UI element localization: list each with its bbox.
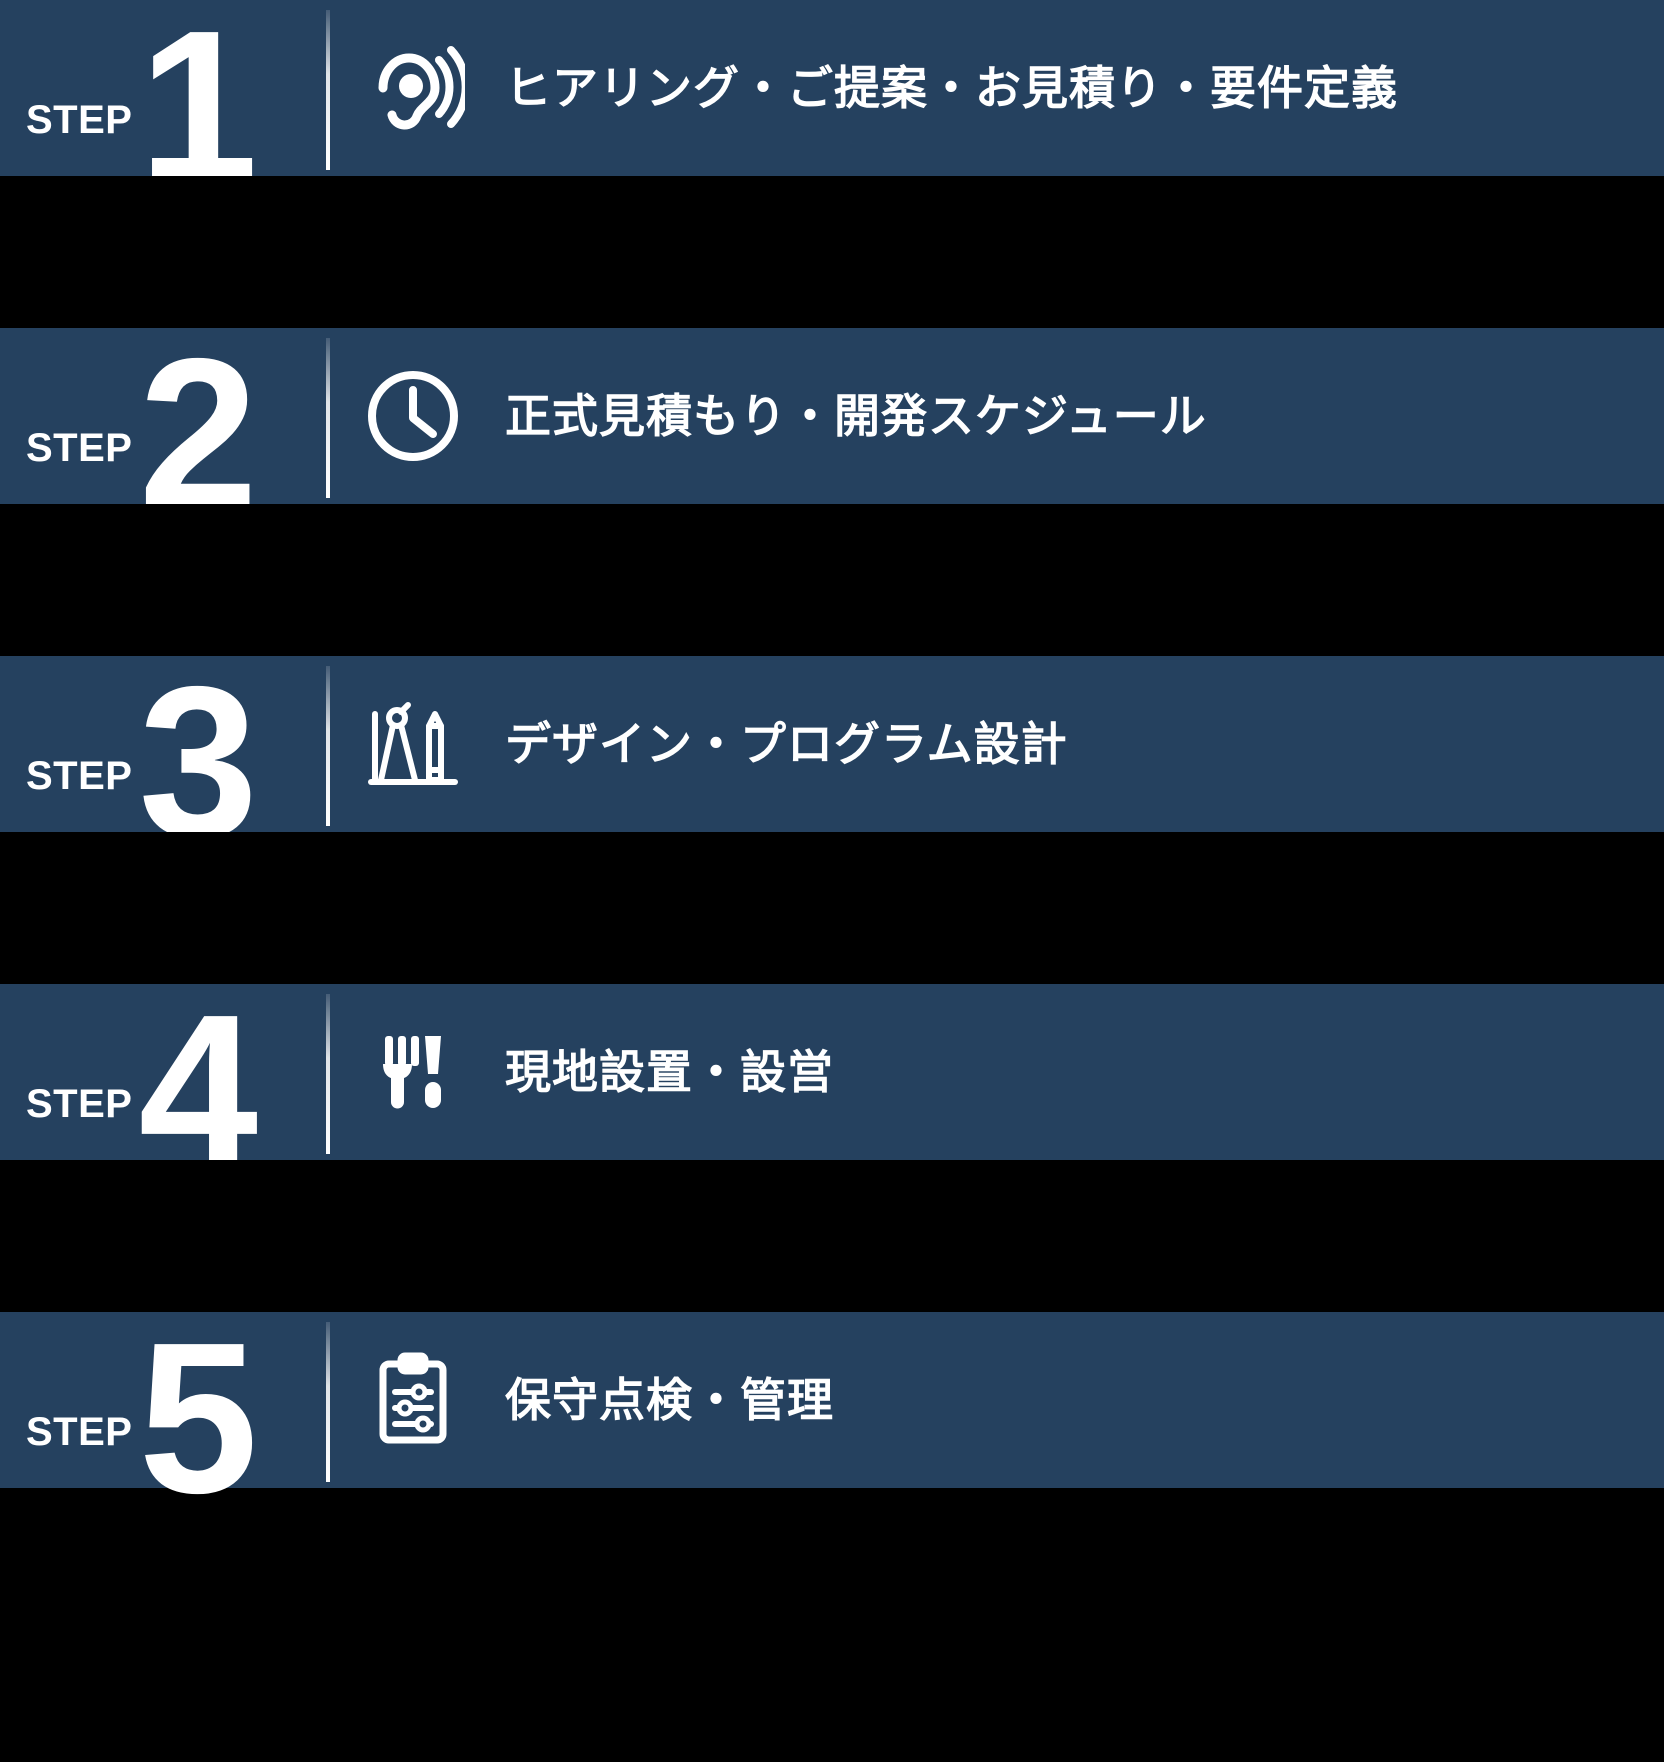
connector-2 <box>0 504 1664 656</box>
drafting-compass-pencil-icon <box>330 656 495 832</box>
step-4-label: 現地設置・設営 <box>505 1045 834 1098</box>
step-3-number: 3 <box>138 641 258 883</box>
step-1-divider <box>326 10 330 170</box>
wrench-screwdriver-icon <box>330 984 495 1160</box>
clipboard-checklist-icon <box>330 1312 495 1488</box>
step-4-number: 4 <box>138 969 258 1211</box>
step-3-number-block: STEP 3 <box>0 655 330 869</box>
step-5-number: 5 <box>138 1297 258 1539</box>
step-row-2: STEP 2 正式見積もり・開発スケジュール <box>0 327 1664 541</box>
step-3-label: デザイン・プログラム設計 <box>505 717 1068 770</box>
connector-4 <box>0 1160 1664 1312</box>
step-row-4: STEP 4 現地設置・設営 <box>0 983 1664 1197</box>
step-row-1: STEP 1 ヒアリング・ご提案・お見積り・要件定義 <box>0 0 1664 213</box>
step-row-3: STEP 3 <box>0 655 1664 869</box>
step-5-step-word: STEP <box>26 1410 133 1454</box>
step-3-divider <box>326 666 330 826</box>
step-3-step-word: STEP <box>26 754 133 798</box>
step-1-number-block: STEP 1 <box>0 0 330 213</box>
step-5-number-block: STEP 5 <box>0 1311 330 1525</box>
connector-1 <box>0 176 1664 328</box>
step-5-label: 保守点検・管理 <box>505 1373 834 1426</box>
step-4-divider <box>326 994 330 1154</box>
step-1-number: 1 <box>138 0 258 227</box>
step-4-step-word: STEP <box>26 1082 133 1126</box>
step-2-label: 正式見積もり・開発スケジュール <box>505 389 1207 442</box>
step-4-number-block: STEP 4 <box>0 983 330 1197</box>
step-2-step-word: STEP <box>26 426 133 470</box>
step-5-divider <box>326 1322 330 1482</box>
step-1-step-word: STEP <box>26 98 133 142</box>
clock-icon <box>330 328 495 504</box>
step-row-5: STEP 5 保守点検・ <box>0 1311 1664 1525</box>
step-2-number: 2 <box>138 313 258 555</box>
ear-hearing-icon <box>330 0 495 176</box>
connector-3 <box>0 832 1664 984</box>
step-2-number-block: STEP 2 <box>0 327 330 541</box>
step-2-divider <box>326 338 330 498</box>
step-1-label: ヒアリング・ご提案・お見積り・要件定義 <box>505 61 1398 114</box>
